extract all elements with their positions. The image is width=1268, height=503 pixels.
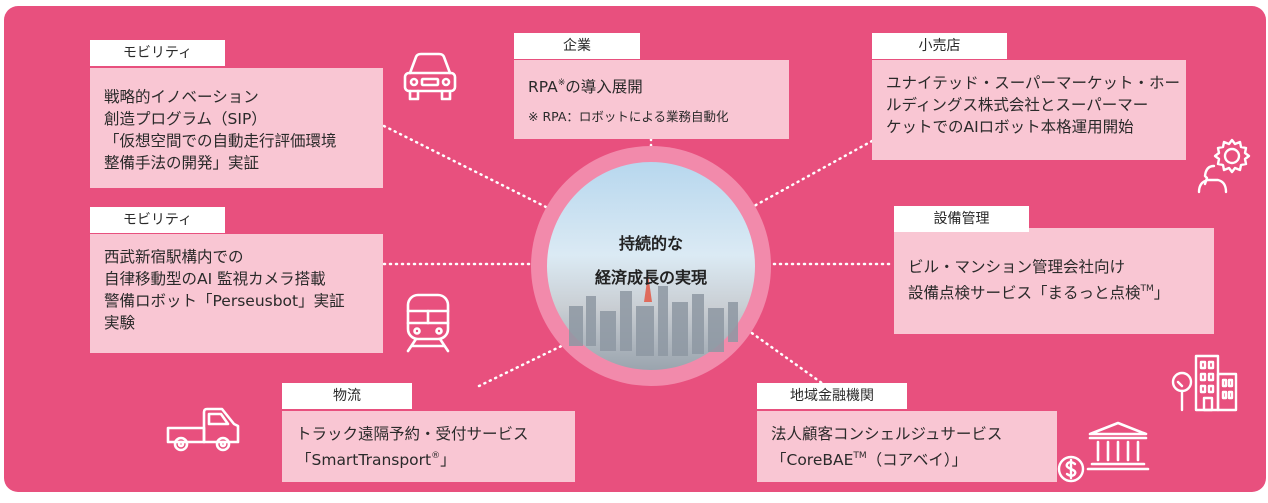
- box-facility: ビル・マンション管理会社向け 設備点検サービス「まるっと点検TM」: [894, 228, 1214, 334]
- finance-line-2-end: （コアベイ）」: [866, 451, 968, 469]
- mobility-robot-line-4: 実験: [104, 314, 136, 332]
- connector-retail: [734, 139, 874, 218]
- retail-line-1: ユナイテッド・スーパーマーケット・ホー: [886, 74, 1181, 92]
- logistics-line-2: 「SmartTransport®」: [296, 445, 563, 471]
- tag-mobility-robot: モビリティ: [90, 207, 225, 233]
- mobility-sip-line-4: 整備手法の開発」実証: [104, 154, 260, 172]
- enterprise-text-rest: の導入展開: [565, 78, 643, 96]
- logistics-line-1: トラック遠隔予約・受付サービス: [296, 425, 529, 443]
- box-retail: ユナイテッド・スーパーマーケット・ホー ルディングス株式会社とスーパーマー ケッ…: [872, 60, 1186, 160]
- city-skyline: [569, 286, 738, 356]
- car-icon: [403, 52, 457, 101]
- building-icon: [1171, 354, 1238, 412]
- connector-finance: [726, 314, 828, 388]
- enterprise-note: ※ RPA：ロボットによる業務自動化: [528, 109, 729, 124]
- facility-line-2-main: 設備点検サービス「まるっと点検: [908, 284, 1141, 302]
- diagram-panel: 持続的な 経済成長の実現 戦略的イノベーション 創造プログラム（SIP） 「仮想…: [4, 6, 1266, 492]
- enterprise-text-main: RPA: [528, 78, 558, 96]
- dollar-coin-icon: [1057, 455, 1085, 483]
- facility-line-2: 設備点検サービス「まるっと点検TM」: [908, 278, 1202, 304]
- enterprise-text: RPA※の導入展開: [528, 72, 777, 98]
- finance-line-2-main: 「CoreBAE: [771, 451, 854, 469]
- gear-person-icon: [1197, 138, 1251, 194]
- connector-mobility-sip: [382, 124, 562, 216]
- facility-line-1: ビル・マンション管理会社向け: [908, 258, 1126, 276]
- truck-icon: [166, 407, 240, 452]
- mobility-robot-line-3: 警備ロボット「Perseusbot」実証: [104, 292, 345, 310]
- retail-line-3: ケットでのAIロボット本格運用開始: [886, 118, 1134, 136]
- facility-line-2-sup: TM: [1140, 284, 1154, 294]
- facility-line-2-end: 」: [1153, 284, 1170, 302]
- box-enterprise: RPA※の導入展開 ※ RPA：ロボットによる業務自動化: [514, 60, 789, 139]
- logistics-line-2-main: 「SmartTransport: [296, 451, 432, 469]
- tag-enterprise: 企業: [514, 33, 640, 59]
- finance-line-1: 法人顧客コンシェルジュサービス: [771, 425, 1003, 443]
- finance-line-2: 「CoreBAETM（コアベイ）」: [771, 445, 1045, 471]
- box-finance: 法人顧客コンシェルジュサービス 「CoreBAETM（コアベイ）」: [757, 411, 1057, 482]
- tag-retail: 小売店: [872, 33, 1007, 59]
- mobility-sip-line-1: 戦略的イノベーション: [104, 88, 259, 106]
- tag-mobility-sip: モビリティ: [90, 40, 225, 66]
- mobility-robot-line-2: 自律移動型のAI 監視カメラ搭載: [104, 270, 326, 288]
- box-logistics: トラック遠隔予約・受付サービス 「SmartTransport®」: [282, 411, 575, 482]
- mobility-sip-line-3: 「仮想空間での自動走行評価環境: [104, 132, 337, 150]
- train-icon: [406, 293, 450, 353]
- center-line-2: 経済成長の実現: [594, 268, 707, 287]
- mobility-robot-line-1: 西武新宿駅構内での: [104, 248, 244, 266]
- tag-logistics: 物流: [282, 383, 412, 409]
- tag-facility: 設備管理: [894, 206, 1029, 232]
- center-line-1: 持続的な: [618, 234, 683, 253]
- mobility-sip-line-2: 創造プログラム（SIP）: [104, 110, 267, 128]
- tag-finance: 地域金融機関: [757, 383, 907, 409]
- bank-icon: [1086, 421, 1150, 471]
- logistics-line-2-end: 」: [440, 451, 456, 469]
- enterprise-text-sup: ※: [557, 78, 566, 88]
- tower-red: [644, 274, 652, 302]
- box-mobility-sip: 戦略的イノベーション 創造プログラム（SIP） 「仮想空間での自動走行評価環境 …: [90, 68, 383, 188]
- box-mobility-robot: 西武新宿駅構内での 自律移動型のAI 監視カメラ搭載 警備ロボット「Perseu…: [90, 234, 383, 353]
- retail-line-2: ルディングス株式会社とスーパーマー: [886, 96, 1149, 114]
- logistics-line-2-sup: ®: [431, 451, 441, 461]
- finance-line-2-sup: TM: [853, 451, 867, 461]
